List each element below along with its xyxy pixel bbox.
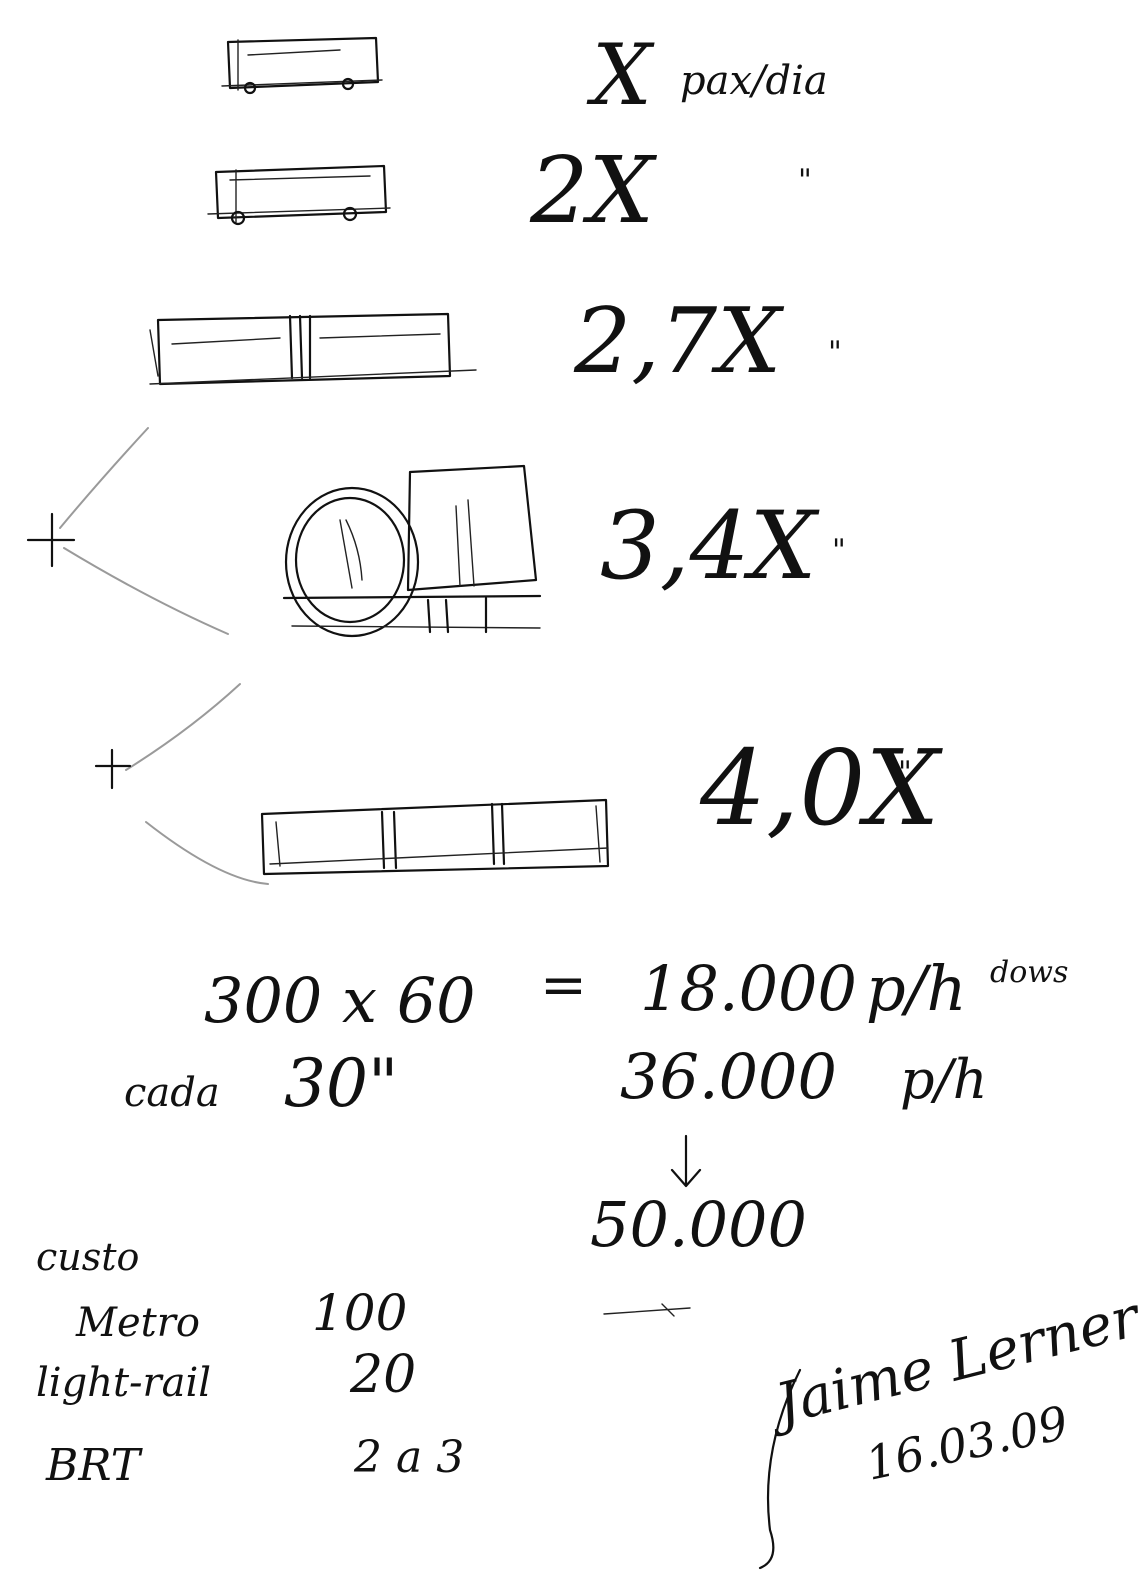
multiplier-1: X <box>586 26 655 124</box>
cost-label-brt: BRT <box>45 1440 144 1491</box>
signature: Jaime Lerner 16.03.09 <box>760 1284 1146 1568</box>
calc-result1-note: dows <box>990 955 1068 990</box>
ditto-mark-5: " <box>898 755 912 790</box>
ditto-mark-4: " <box>832 533 846 568</box>
calc-equals: = <box>540 953 587 1018</box>
cada-value: 30" <box>284 1045 398 1122</box>
cost-value-light-rail: 20 <box>349 1345 416 1405</box>
cost-value-metro: 100 <box>312 1284 407 1342</box>
multiplier-2: 2X <box>529 137 658 244</box>
articulated-bus-sketch <box>208 166 390 224</box>
multiplier-unit: pax/dia <box>680 58 828 104</box>
bus-sketch <box>222 38 382 93</box>
calc-result2-unit: p/h <box>900 1048 988 1111</box>
light-rail-sketch <box>262 800 608 874</box>
cost-value-brt: 2 a 3 <box>353 1432 464 1483</box>
tube-station-sketch <box>284 466 540 636</box>
calc-result3: 50.000 <box>590 1188 807 1261</box>
cost-arrow <box>604 1304 690 1316</box>
cost-heading: custo <box>36 1235 139 1279</box>
bi-articulated-bus-sketch <box>150 314 476 384</box>
ditto-mark-2: " <box>798 163 812 198</box>
ditto-mark-3: " <box>828 335 842 370</box>
calc-result1: 18.000 <box>640 952 857 1025</box>
calc-formula: 300 x 60 <box>204 964 476 1037</box>
calc-result1-unit: p/h <box>866 952 967 1025</box>
cost-label-metro: Metro <box>75 1300 200 1346</box>
multiplier-3: 2,7X <box>573 289 785 394</box>
signature-name: Jaime Lerner <box>760 1284 1146 1440</box>
multiplier-4: 3,4X <box>600 492 820 601</box>
cost-label-light-rail: light-rail <box>36 1360 211 1406</box>
cada-label: cada <box>124 1070 220 1116</box>
connector-lines-upper <box>28 428 228 634</box>
connector-lines-lower <box>96 684 268 884</box>
down-arrow <box>672 1136 700 1186</box>
calc-result2: 36.000 <box>620 1040 837 1113</box>
